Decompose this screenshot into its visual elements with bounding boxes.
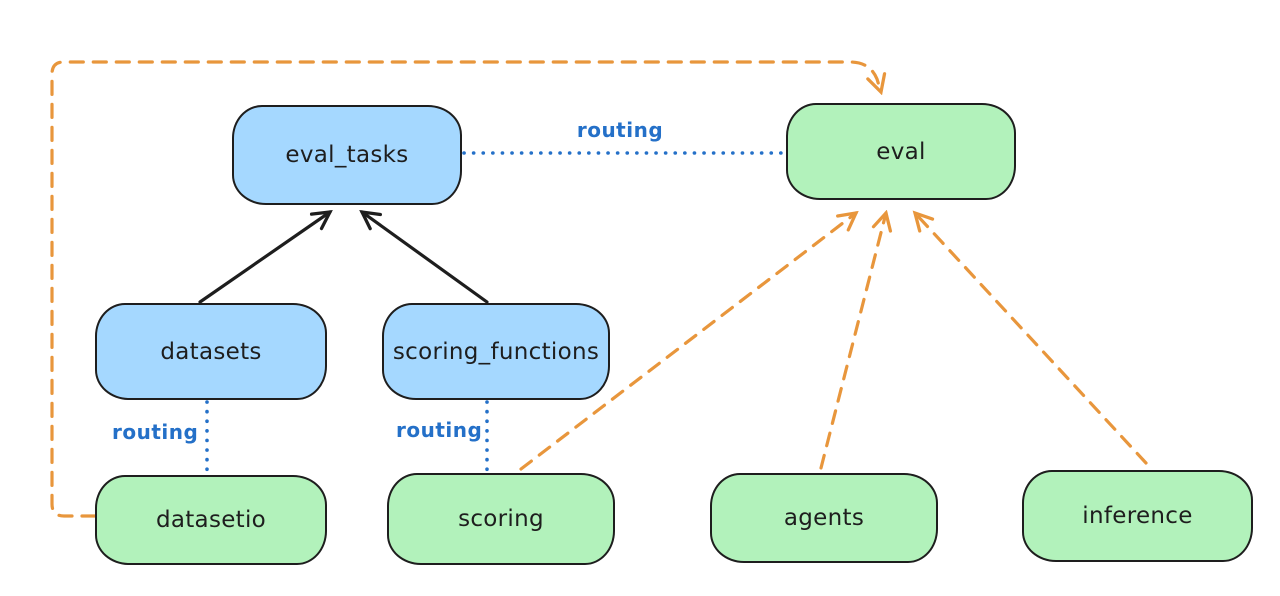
node-scoring-functions: scoring_functions: [382, 303, 610, 400]
node-inference: inference: [1022, 470, 1253, 562]
edge-datasets-to-eval-tasks: [198, 212, 330, 304]
routing-label-scoring-functions-scoring: routing: [396, 418, 483, 442]
routing-label-datasets-datasetio: routing: [112, 420, 199, 444]
edge-scoring-to-eval: [519, 213, 856, 471]
node-datasetio-label: datasetio: [155, 507, 267, 533]
node-eval-tasks: eval_tasks: [232, 105, 462, 205]
routing-label-eval-tasks-eval: routing: [576, 118, 664, 142]
node-scoring-functions-label: scoring_functions: [392, 338, 600, 365]
node-scoring-label: scoring: [458, 506, 544, 532]
edge-scoring-functions-to-eval-tasks: [362, 212, 489, 304]
node-datasets-label: datasets: [160, 338, 262, 365]
edge-agents-to-eval: [819, 213, 886, 470]
node-datasets: datasets: [95, 303, 327, 400]
edge-inference-to-eval: [915, 213, 1148, 465]
node-eval-tasks-label: eval_tasks: [285, 142, 409, 168]
node-inference-label: inference: [1082, 503, 1193, 529]
node-datasetio: datasetio: [95, 475, 327, 565]
node-agents-label: agents: [783, 505, 865, 531]
edge-datasetio-loop-to-eval: [50, 60, 881, 518]
node-agents: agents: [710, 473, 938, 563]
node-scoring: scoring: [387, 473, 615, 565]
node-eval: eval: [786, 103, 1016, 200]
node-eval-label: eval: [876, 138, 926, 165]
